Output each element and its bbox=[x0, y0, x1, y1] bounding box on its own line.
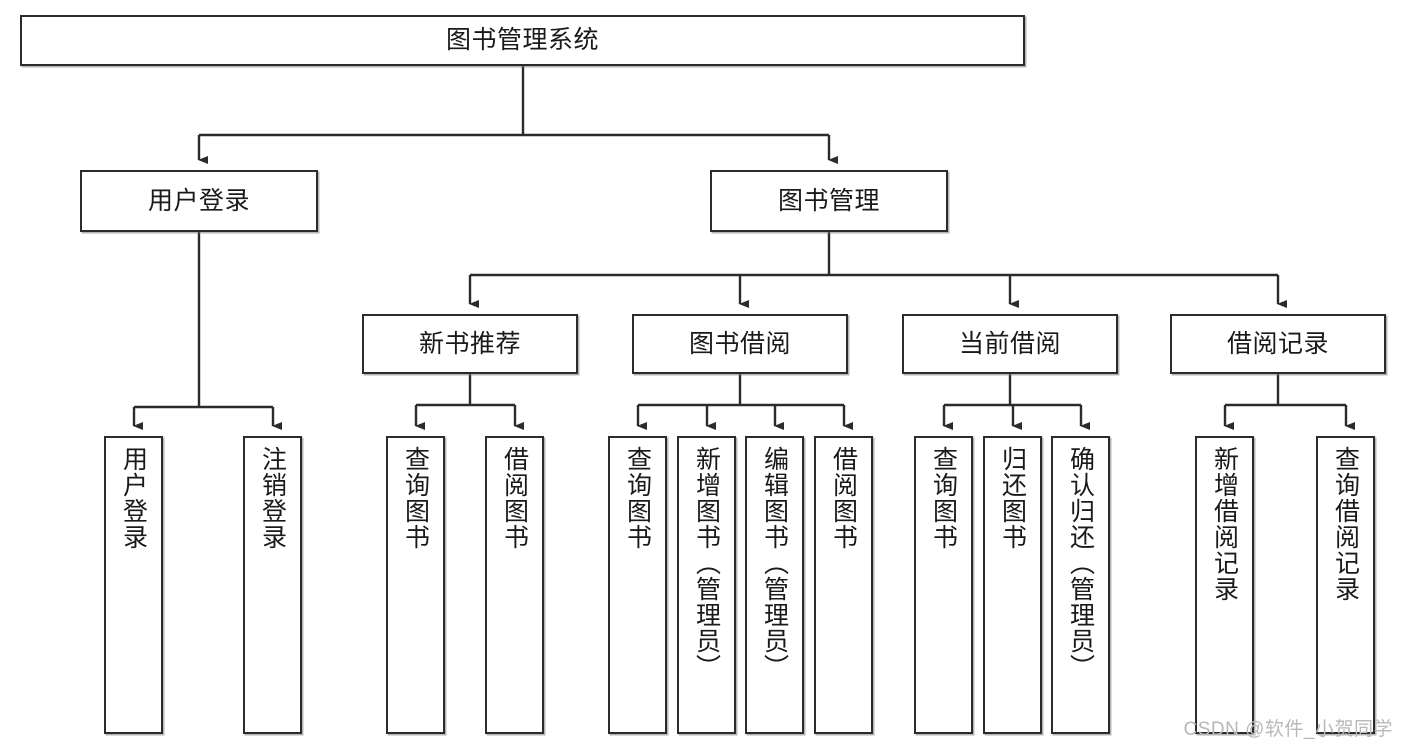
node-login[interactable]: 用户登录 bbox=[80, 170, 318, 232]
node-l_bk_add[interactable]: 新增图书（管理员） bbox=[677, 436, 736, 734]
node-label: 用户登录 bbox=[147, 186, 250, 215]
node-l_userlogin[interactable]: 用户登录 bbox=[104, 436, 163, 734]
node-l_rc_add[interactable]: 新增借阅记录 bbox=[1195, 436, 1254, 734]
node-newbook[interactable]: 新书推荐 bbox=[362, 314, 578, 374]
node-label: 查询图书 bbox=[401, 446, 430, 550]
node-label: 借阅记录 bbox=[1226, 329, 1329, 358]
node-label: 借阅图书 bbox=[829, 446, 858, 550]
node-l_cb_return[interactable]: 归还图书 bbox=[983, 436, 1042, 734]
watermark-text: CSDN @软件_小贺同学 bbox=[1183, 719, 1393, 740]
node-current[interactable]: 当前借阅 bbox=[902, 314, 1118, 374]
node-borrow[interactable]: 图书借阅 bbox=[632, 314, 848, 374]
node-label: 新增借阅记录 bbox=[1210, 446, 1239, 602]
node-label: 图书管理系统 bbox=[445, 26, 599, 54]
node-label: 用户登录 bbox=[119, 446, 148, 550]
node-l_bk_query[interactable]: 查询图书 bbox=[608, 436, 667, 734]
node-root[interactable]: 图书管理系统 bbox=[20, 15, 1025, 66]
node-label: 查询图书 bbox=[623, 446, 652, 550]
node-l_cb_confirm[interactable]: 确认归还（管理员） bbox=[1051, 436, 1110, 734]
node-label: 当前借阅 bbox=[958, 329, 1061, 358]
node-label: 新书推荐 bbox=[418, 329, 521, 358]
node-label: 新增图书（管理员） bbox=[692, 446, 721, 680]
node-l_logout[interactable]: 注销登录 bbox=[243, 436, 302, 734]
node-label: 借阅图书 bbox=[500, 446, 529, 550]
node-label: 编辑图书（管理员） bbox=[760, 446, 789, 680]
node-label: 注销登录 bbox=[258, 446, 287, 550]
node-l_nb_query[interactable]: 查询图书 bbox=[386, 436, 445, 734]
node-records[interactable]: 借阅记录 bbox=[1170, 314, 1386, 374]
node-l_rc_query[interactable]: 查询借阅记录 bbox=[1316, 436, 1375, 734]
node-label: 归还图书 bbox=[998, 446, 1027, 550]
node-label: 查询借阅记录 bbox=[1331, 446, 1360, 602]
node-l_nb_borrow[interactable]: 借阅图书 bbox=[485, 436, 544, 734]
node-l_cb_query[interactable]: 查询图书 bbox=[914, 436, 973, 734]
node-l_bk_borrow[interactable]: 借阅图书 bbox=[814, 436, 873, 734]
node-label: 查询图书 bbox=[929, 446, 958, 550]
node-l_bk_edit[interactable]: 编辑图书（管理员） bbox=[745, 436, 804, 734]
node-label: 图书借阅 bbox=[688, 329, 791, 358]
node-bookmgmt[interactable]: 图书管理 bbox=[710, 170, 948, 232]
node-label: 图书管理 bbox=[777, 186, 880, 215]
node-label: 确认归还（管理员） bbox=[1066, 446, 1095, 680]
